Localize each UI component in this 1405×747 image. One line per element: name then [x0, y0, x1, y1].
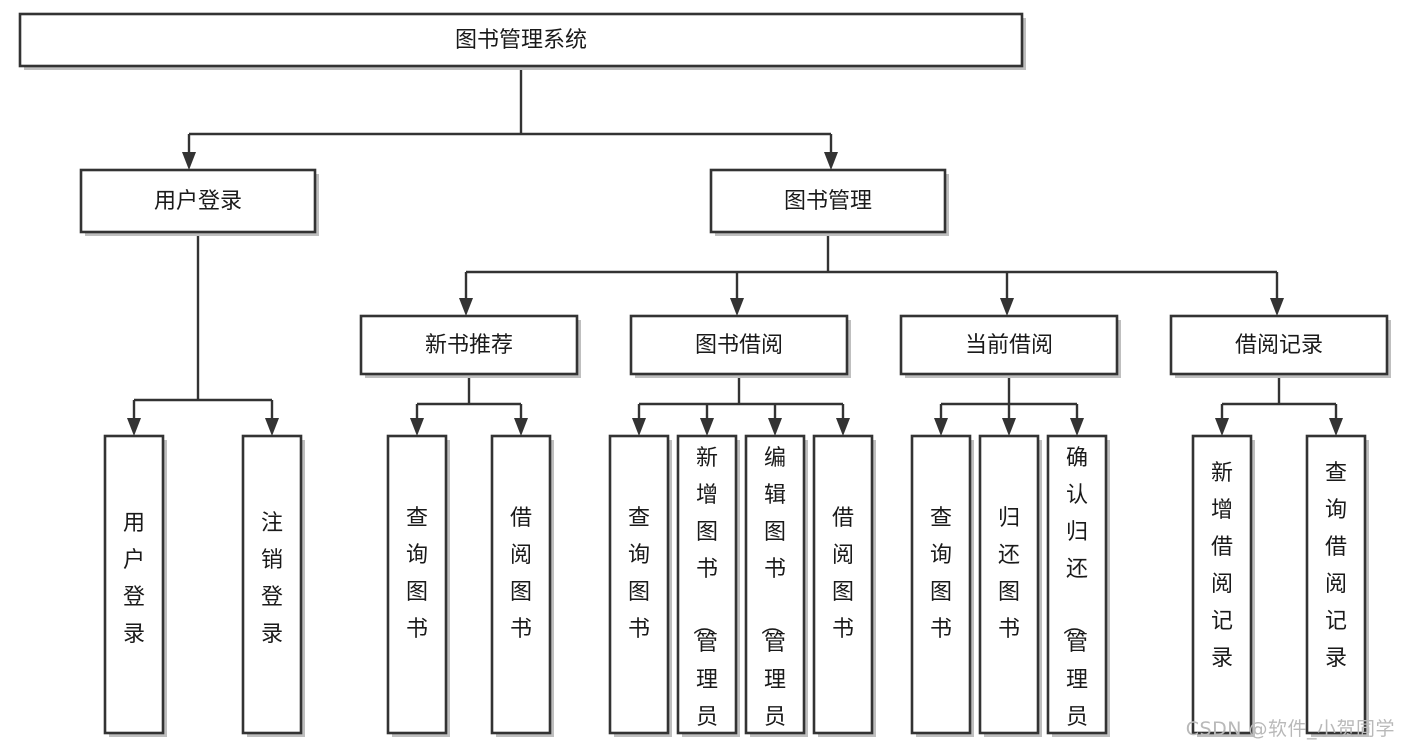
arrow-head-user-login: [182, 152, 196, 170]
node-new-book-recommend[interactable]: 新书推荐: [359, 314, 581, 378]
node-leaf-confirm-return[interactable]: 确认归还（管理员）: [1046, 434, 1110, 747]
node-user-login[interactable]: 用户登录: [79, 168, 319, 236]
node-root-box: [18, 12, 1024, 68]
node-leaf-confirm-return-label-group: 确认归还（管理员）: [1060, 446, 1088, 747]
arrow-head-leaf-query-record: [1329, 418, 1343, 436]
arrow-head-leaf-edit-book: [768, 418, 782, 436]
arrow-head-book-borrow: [730, 298, 744, 316]
node-leaf-add-book-box: [676, 434, 738, 735]
arrow-head-book-manage: [824, 152, 838, 170]
vchar: 查询图书: [628, 506, 650, 642]
node-leaf-add-record[interactable]: 新增借阅记录: [1191, 434, 1255, 737]
node-leaf-query-book-1-label-group: 查询图书: [406, 506, 428, 642]
node-current-borrow-box: [899, 314, 1119, 376]
arrow-head-new-book-recommend: [459, 298, 473, 316]
node-book-manage-box: [709, 168, 947, 234]
node-book-manage[interactable]: 图书管理: [709, 168, 949, 236]
node-user-login-box: [79, 168, 317, 234]
vchar: 新增借阅记录: [1211, 461, 1233, 671]
node-book-borrow-label: 图书借阅: [695, 333, 783, 358]
node-leaf-query-book-2[interactable]: 查询图书: [608, 434, 672, 737]
node-user-login-label: 用户登录: [154, 189, 242, 214]
vchar: 借阅图书: [510, 506, 532, 642]
arrow-head-leaf-query-book-1: [410, 418, 424, 436]
arrow-head-leaf-add-record: [1215, 418, 1229, 436]
connector-layer: [127, 66, 1343, 436]
arrow-head-leaf-query-book-2: [632, 418, 646, 436]
arrow-head-leaf-borrow-book-1: [514, 418, 528, 436]
node-leaf-borrow-book-1-box: [490, 434, 552, 735]
arrow-head-leaf-add-book: [700, 418, 714, 436]
node-leaf-user-login-label-group: 用户登录: [123, 511, 145, 647]
vchar: 查询图书: [930, 506, 952, 642]
node-leaf-edit-book-label-group: 编辑图书（管理员）: [758, 446, 786, 747]
arrow-head-leaf-confirm-return: [1070, 418, 1084, 436]
vchar: 编辑图书（管理员）: [758, 446, 786, 747]
node-leaf-return-book-box: [978, 434, 1040, 735]
node-borrow-record[interactable]: 借阅记录: [1169, 314, 1391, 378]
node-leaf-borrow-book-2[interactable]: 借阅图书: [812, 434, 876, 737]
node-current-borrow-label: 当前借阅: [965, 333, 1053, 358]
node-leaf-confirm-return-box: [1046, 434, 1108, 735]
node-leaf-edit-book[interactable]: 编辑图书（管理员）: [744, 434, 808, 747]
node-leaf-add-record-box: [1191, 434, 1253, 735]
node-leaf-query-book-1-box: [386, 434, 448, 735]
node-leaf-add-book-label-group: 新增图书（管理员）: [690, 446, 718, 747]
node-leaf-return-book[interactable]: 归还图书: [978, 434, 1042, 737]
csdn-watermark: CSDN @软件_小贺同学: [1185, 718, 1395, 740]
node-leaf-logout-login-label-group: 注销登录: [261, 511, 283, 647]
node-book-manage-label: 图书管理: [784, 189, 872, 214]
node-leaf-query-book-3-box: [910, 434, 972, 735]
vchar: 借阅图书: [832, 506, 854, 642]
node-leaf-query-book-2-label-group: 查询图书: [628, 506, 650, 642]
node-leaf-borrow-book-2-box: [812, 434, 874, 735]
arrow-head-borrow-record: [1270, 298, 1284, 316]
node-leaf-user-login-box: [103, 434, 165, 735]
vchar: 用户登录: [123, 511, 145, 647]
node-book-borrow-box: [629, 314, 849, 376]
node-leaf-user-login[interactable]: 用户登录: [103, 434, 167, 737]
arrow-head-leaf-logout-login: [265, 418, 279, 436]
node-book-borrow[interactable]: 图书借阅: [629, 314, 851, 378]
node-new-book-recommend-label: 新书推荐: [425, 333, 513, 358]
node-leaf-query-book-2-box: [608, 434, 670, 735]
node-leaf-add-record-label-group: 新增借阅记录: [1211, 461, 1233, 671]
node-leaf-query-book-3[interactable]: 查询图书: [910, 434, 974, 737]
node-new-book-recommend-box: [359, 314, 579, 376]
vchar: 归还图书: [998, 506, 1020, 642]
node-leaf-query-book-1[interactable]: 查询图书: [386, 434, 450, 737]
node-leaf-borrow-book-1[interactable]: 借阅图书: [490, 434, 554, 737]
node-leaf-query-record[interactable]: 查询借阅记录: [1305, 434, 1369, 737]
arrow-head-leaf-return-book: [1002, 418, 1016, 436]
node-leaf-query-book-3-label-group: 查询图书: [930, 506, 952, 642]
node-leaf-logout-login-box: [241, 434, 303, 735]
node-leaf-edit-book-box: [744, 434, 806, 735]
node-leaf-borrow-book-1-label-group: 借阅图书: [510, 506, 532, 642]
vchar: 新增图书（管理员）: [690, 446, 718, 747]
node-borrow-record-box: [1169, 314, 1389, 376]
node-root-label: 图书管理系统: [455, 28, 587, 53]
node-borrow-record-label: 借阅记录: [1235, 333, 1323, 358]
node-current-borrow[interactable]: 当前借阅: [899, 314, 1121, 378]
node-leaf-borrow-book-2-label-group: 借阅图书: [832, 506, 854, 642]
vchar: 查询图书: [406, 506, 428, 642]
arrow-head-leaf-borrow-book-2: [836, 418, 850, 436]
arrow-head-leaf-query-book-3: [934, 418, 948, 436]
arrow-head-leaf-user-login: [127, 418, 141, 436]
node-root[interactable]: 图书管理系统: [18, 12, 1026, 70]
node-leaf-logout-login[interactable]: 注销登录: [241, 434, 305, 737]
node-leaf-query-record-label-group: 查询借阅记录: [1325, 461, 1347, 671]
node-leaf-query-record-box: [1305, 434, 1367, 735]
vchar: 注销登录: [261, 511, 283, 647]
node-leaf-return-book-label-group: 归还图书: [998, 506, 1020, 642]
node-leaf-add-book[interactable]: 新增图书（管理员）: [676, 434, 740, 747]
vchar: 查询借阅记录: [1325, 461, 1347, 671]
vchar: 确认归还（管理员）: [1060, 446, 1088, 747]
arrow-head-current-borrow: [1000, 298, 1014, 316]
